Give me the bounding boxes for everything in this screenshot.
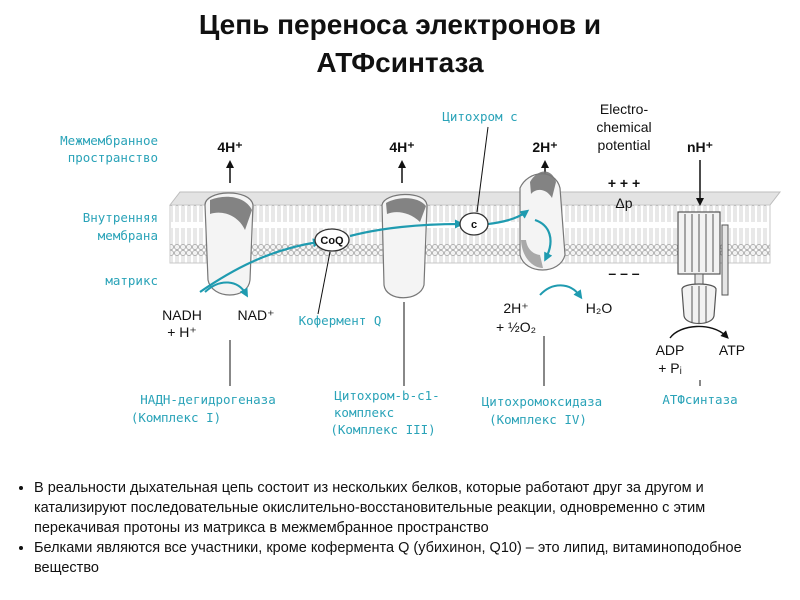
proton-labels: 4H⁺ 4H⁺ 2H⁺ nH⁺ — [217, 139, 713, 206]
electrochem-line-1: Electro- — [600, 101, 649, 117]
label-matrix: матрикс — [105, 273, 158, 288]
minus-signs: – – – — [608, 265, 639, 281]
coq-carrier: CoQ — [314, 228, 350, 252]
complex-3 — [381, 193, 428, 299]
reaction-h2o: H₂O — [586, 300, 613, 316]
o2-to-h2o-arrow — [539, 284, 583, 300]
electron-arrow-coq-c3 — [349, 219, 464, 238]
reaction-o2-1: 2H⁺ — [503, 300, 528, 316]
label-intermembrane-1: Межмембранное — [60, 133, 158, 148]
reaction-adp-1: ADP — [656, 342, 685, 358]
plus-signs: + + + — [608, 175, 640, 191]
reaction-adp-2: + Pᵢ — [658, 360, 682, 376]
reaction-o2-2: + ½O₂ — [496, 319, 536, 335]
bullet-item-2: Белками являются все участники, кроме ко… — [34, 538, 788, 578]
proton-c4-label: 2H⁺ — [532, 139, 557, 155]
electrochem-line-2: chemical — [596, 119, 651, 135]
label-atp-synthase: АТФсинтаза — [662, 392, 737, 407]
proton-c1-label: 4H⁺ — [217, 139, 242, 155]
label-complex-1-b: (Комплекс I) — [131, 410, 221, 425]
electron-flow — [199, 209, 583, 300]
reaction-nad: NAD⁺ — [238, 307, 275, 323]
atp-synthase — [677, 211, 729, 325]
reaction-nadh-2: + H⁺ — [167, 324, 197, 340]
title-line-2: АТФсинтаза — [316, 47, 484, 78]
complex-labels: НАДН-дегидрогеназа (Комплекс I) Цитохром… — [131, 388, 738, 437]
etc-diagram: Межмембранное пространство Внутренняя ме… — [60, 101, 782, 437]
reactions: NADH + H⁺ NAD⁺ 2H⁺ + ½O₂ H₂O ADP + Pᵢ AT… — [162, 300, 745, 376]
label-cytochrome-c: Цитохром с — [442, 109, 517, 124]
electron-arrow-c1-coq — [199, 238, 322, 293]
title-line-1: Цепь переноса электронов и — [198, 9, 602, 40]
region-labels: Межмембранное пространство Внутренняя ме… — [60, 133, 158, 288]
label-complex-4-a: Цитохромоксидаза — [482, 394, 602, 409]
complex-1 — [204, 192, 254, 296]
complex-4 — [519, 171, 566, 271]
label-complex-1-a: НАДН-дегидрогеназа — [140, 392, 275, 407]
cytochrome-c-carrier: c — [459, 212, 489, 236]
label-coenzyme-q: Кофермент Q — [299, 313, 382, 328]
coq-text: CoQ — [320, 235, 344, 247]
adp-to-atp-arrow — [669, 325, 729, 339]
electrochemical-potential: Electro- chemical potential + + + Δp – –… — [596, 101, 651, 281]
label-complex-3-a: Цитохром-b-c1- — [334, 388, 439, 403]
label-intermembrane-2: пространство — [68, 150, 158, 165]
reaction-nadh-1: NADH — [162, 307, 202, 323]
proton-atp-label: nH⁺ — [687, 139, 713, 155]
pointer-coenzyme-q — [317, 251, 331, 315]
cyt-c-short: c — [471, 219, 477, 231]
label-complex-3-b: комплекс — [334, 405, 394, 420]
nadh-to-nad-arrow — [204, 281, 248, 298]
page-title: Цепь переноса электронов и АТФсинтаза — [0, 6, 800, 82]
bullet-item-1: В реальности дыхательная цепь состоит из… — [34, 478, 788, 538]
proton-c3-label: 4H⁺ — [389, 139, 414, 155]
label-complex-3-c: (Комплекс III) — [330, 422, 435, 437]
leader-lines — [229, 302, 701, 386]
electrochem-line-3: potential — [598, 137, 651, 153]
label-inner-membrane-1: Внутренняя — [83, 210, 158, 225]
delta-p: Δp — [615, 195, 632, 211]
reaction-atp: ATP — [719, 342, 745, 358]
label-inner-membrane-2: мембрана — [98, 228, 158, 243]
electron-arrow-c-c4 — [487, 209, 530, 226]
pointer-cytochrome-c — [476, 126, 489, 213]
bullet-list: В реальности дыхательная цепь состоит из… — [18, 478, 788, 578]
electron-arrow-c4-o2 — [534, 218, 553, 262]
label-complex-4-b: (Комплекс IV) — [489, 412, 587, 427]
